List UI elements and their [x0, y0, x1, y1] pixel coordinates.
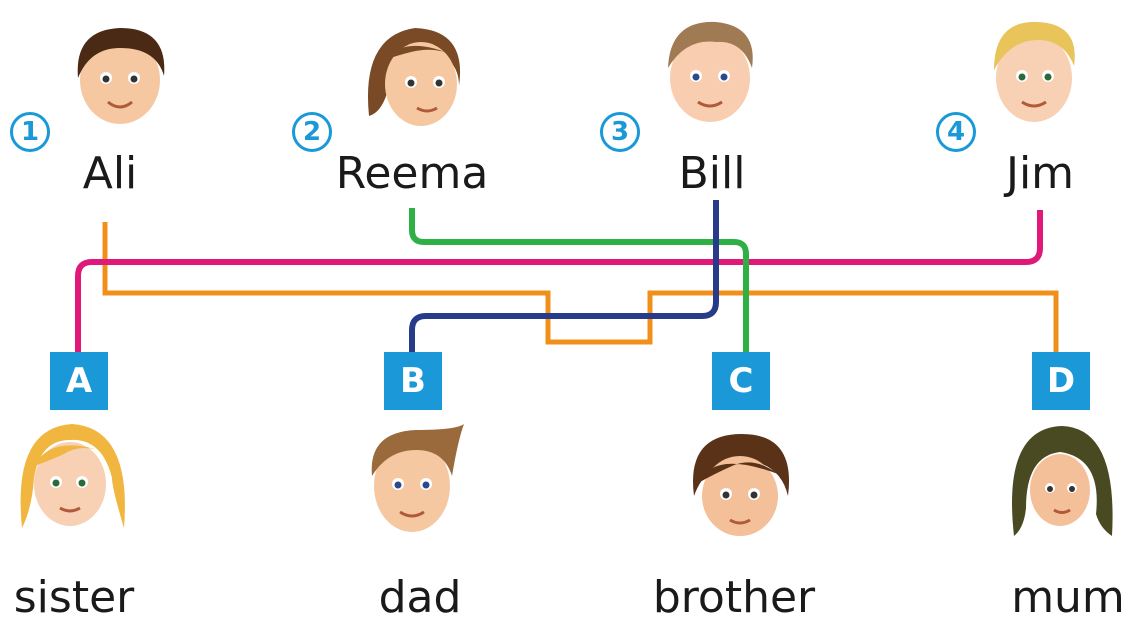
line-reema-to-brother — [409, 208, 749, 352]
relation-sister: sister — [13, 572, 135, 623]
face-sister — [12, 418, 132, 538]
name-jim: Jim — [1005, 148, 1075, 199]
number-badge-3: 3 — [600, 112, 640, 152]
line-ali-to-mum — [102, 222, 1059, 352]
letter-badge-a: A — [50, 352, 108, 410]
name-ali: Ali — [82, 148, 138, 199]
number-badge-4: 4 — [936, 112, 976, 152]
relation-brother: brother — [652, 572, 816, 623]
face-jim — [976, 12, 1096, 132]
name-reema: Reema — [335, 148, 489, 199]
face-bill — [650, 12, 770, 132]
line-bill-to-dad — [409, 200, 719, 352]
name-bill: Bill — [678, 148, 746, 199]
face-ali — [60, 18, 180, 138]
number-badge-2: 2 — [292, 112, 332, 152]
face-mum — [1000, 418, 1120, 538]
relation-dad: dad — [378, 572, 462, 623]
face-reema — [355, 16, 475, 136]
letter-badge-b: B — [384, 352, 442, 410]
number-badge-1: 1 — [10, 112, 50, 152]
relation-mum: mum — [1011, 572, 1122, 623]
letter-badge-d: D — [1032, 352, 1090, 410]
face-brother — [680, 426, 800, 546]
line-jim-to-sister — [75, 210, 1043, 352]
letter-badge-c: C — [712, 352, 770, 410]
face-dad — [352, 420, 472, 540]
